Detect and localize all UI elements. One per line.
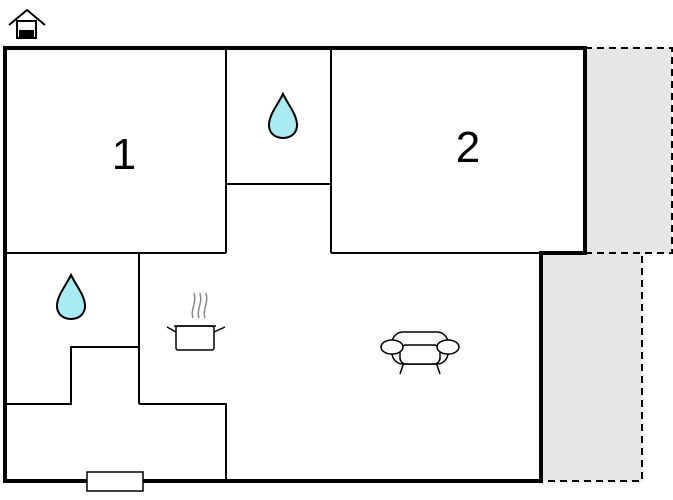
room-1-label: 1 — [112, 130, 136, 179]
terrace-lower — [541, 252, 643, 482]
cooking-pot-icon — [166, 292, 226, 351]
entrance-door-icon — [86, 471, 144, 492]
interior-walls — [5, 48, 585, 481]
water-drop-icon — [55, 272, 87, 321]
home-icon — [8, 8, 46, 39]
water-drop-icon — [267, 91, 299, 140]
outer-wall — [3, 46, 587, 483]
sofa-icon — [380, 331, 460, 375]
room-2-label: 2 — [456, 123, 480, 172]
terrace-upper — [585, 47, 673, 254]
